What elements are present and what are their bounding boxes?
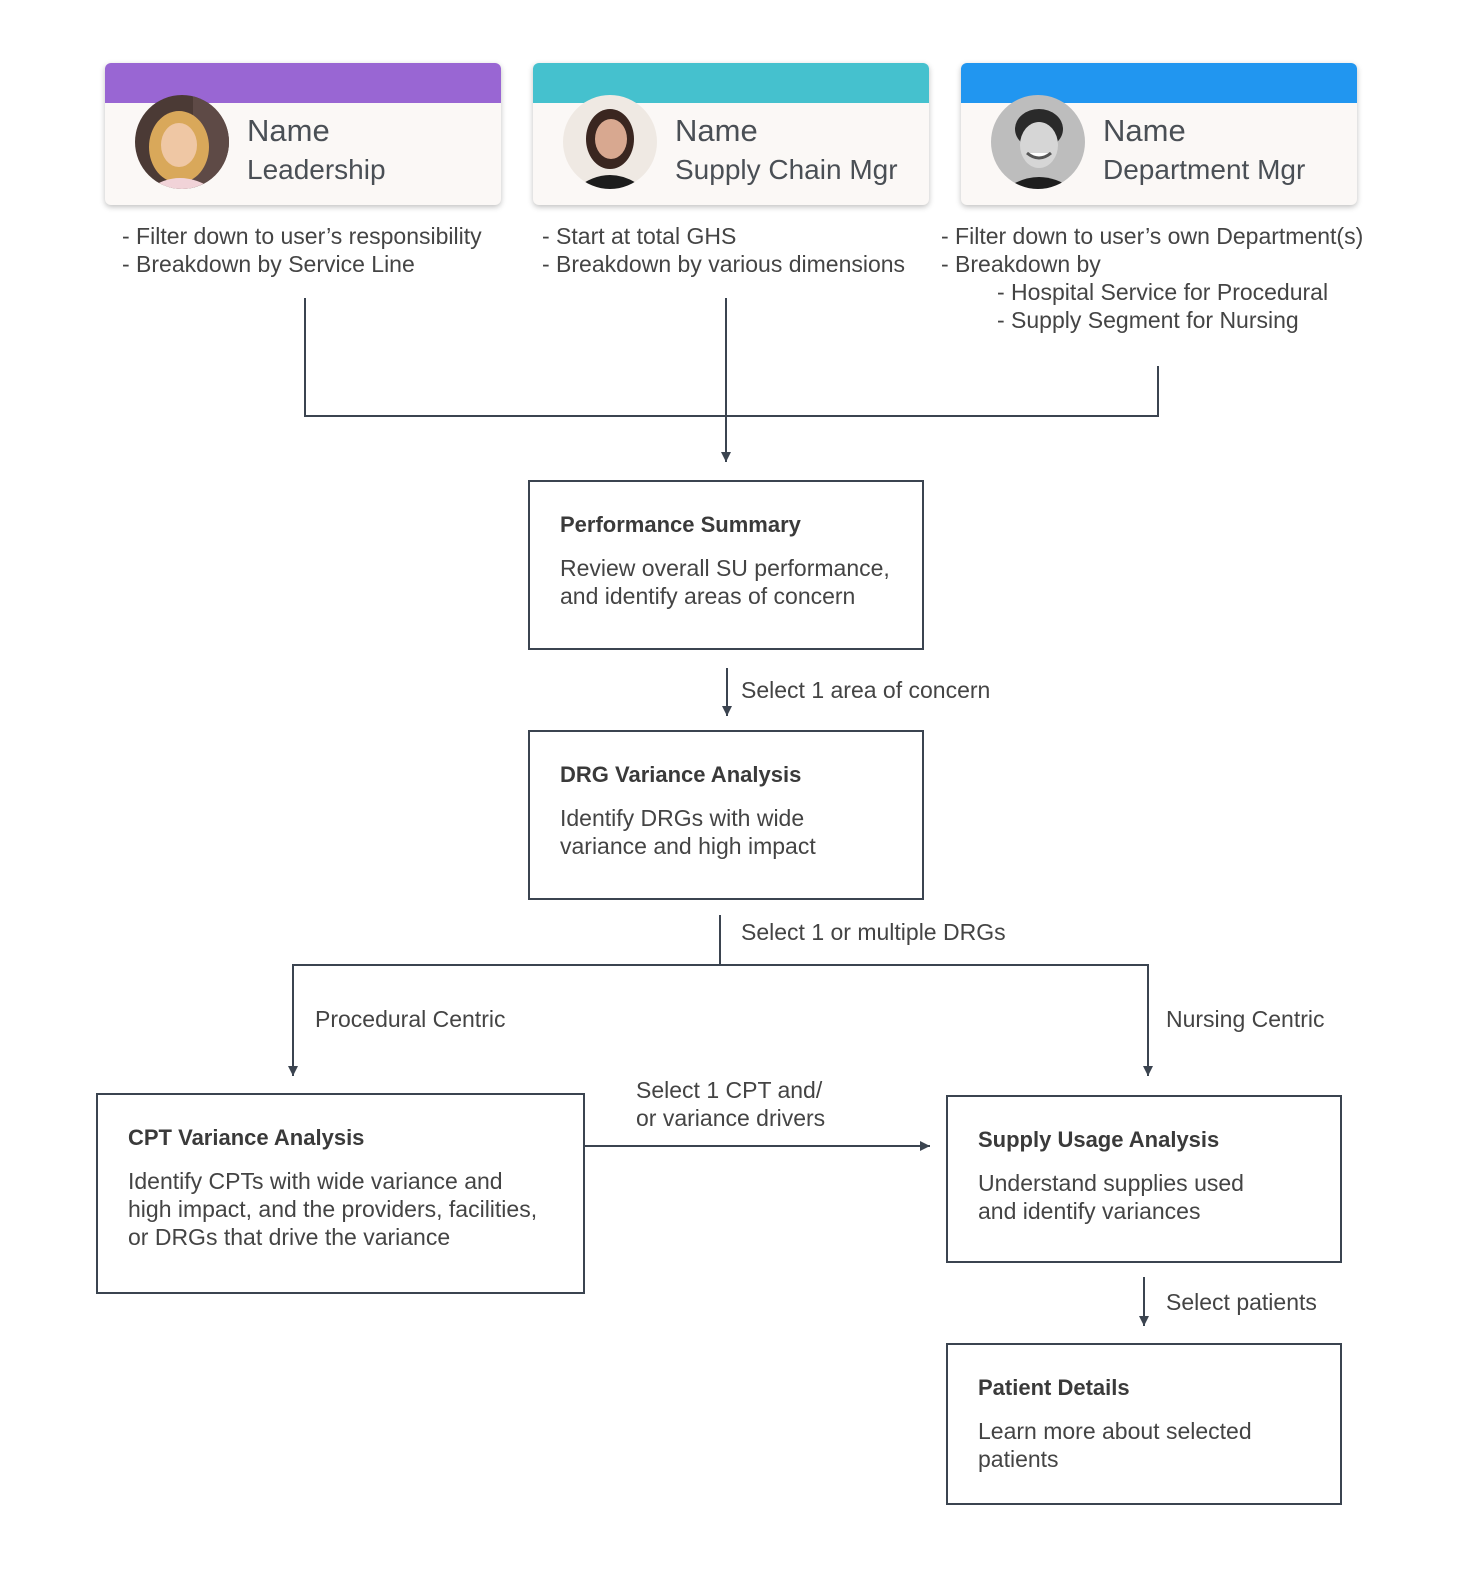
persona-color-bar	[105, 63, 501, 103]
persona-card-supply-chain-mgr: Name Supply Chain Mgr	[533, 63, 929, 205]
persona-name: Name	[1103, 113, 1186, 148]
step-cpt-variance-analysis: CPT Variance Analysis Identify CPTs with…	[96, 1093, 585, 1294]
connector-drg-split	[288, 915, 721, 1076]
note-line: - Breakdown by various dimensions	[542, 251, 906, 277]
connector-department-mgr	[726, 366, 1159, 417]
persona-card-department-mgr: Name Department Mgr	[961, 63, 1357, 205]
edge-label-select-patients: Select patients	[1166, 1289, 1317, 1315]
edge-label-select-area: Select 1 area of concern	[741, 677, 991, 703]
step-title: Supply Usage Analysis	[978, 1127, 1220, 1152]
note-line: - Filter down to user’s own Department(s…	[941, 223, 1364, 249]
note-line: - Breakdown by Service Line	[122, 251, 415, 277]
persona-color-bar	[533, 63, 929, 103]
edge-label-select-drgs: Select 1 or multiple DRGs	[741, 919, 1006, 945]
persona-role: Department Mgr	[1103, 154, 1306, 185]
step-description: Identify CPTs with wide variance and hig…	[128, 1168, 538, 1250]
persona-notes-supply-chain-mgr: - Start at total GHS - Breakdown by vari…	[542, 222, 905, 278]
step-description: Learn more about selected patients	[978, 1418, 1252, 1472]
connector-drg-split-right	[720, 964, 1153, 1076]
step-title: Performance Summary	[560, 512, 801, 537]
note-line: - Breakdown by	[941, 251, 1101, 277]
edge-label-procedural-centric: Procedural Centric	[315, 1006, 506, 1032]
persona-role: Leadership	[247, 154, 386, 185]
avatar	[991, 95, 1085, 189]
step-supply-usage-analysis: Supply Usage Analysis Understand supplie…	[946, 1095, 1342, 1263]
persona-role: Supply Chain Mgr	[675, 154, 898, 185]
persona-name: Name	[247, 113, 330, 148]
avatar	[563, 95, 657, 189]
step-performance-summary: Performance Summary Review overall SU pe…	[528, 480, 924, 650]
persona-color-bar	[961, 63, 1357, 103]
note-line: - Supply Segment for Nursing	[997, 307, 1299, 333]
step-title: Patient Details	[978, 1375, 1130, 1400]
edge-label-nursing-centric: Nursing Centric	[1166, 1006, 1325, 1032]
step-description: Understand supplies used and identify va…	[978, 1170, 1244, 1224]
step-drg-variance-analysis: DRG Variance Analysis Identify DRGs with…	[528, 730, 924, 900]
step-description: Review overall SU performance, and ident…	[560, 555, 890, 609]
step-title: CPT Variance Analysis	[128, 1125, 365, 1150]
persona-card-leadership: Name Leadership	[105, 63, 501, 205]
persona-name: Name	[675, 113, 758, 148]
note-line: - Hospital Service for Procedural	[997, 279, 1329, 305]
persona-notes-department-mgr: - Filter down to user’s own Department(s…	[941, 222, 1363, 334]
step-patient-details: Patient Details Learn more about selecte…	[946, 1343, 1342, 1505]
step-description: Identify DRGs with wide variance and hig…	[560, 805, 816, 859]
note-line: - Filter down to user’s responsibility	[122, 223, 482, 249]
connector-leadership	[304, 298, 726, 417]
note-line: - Start at total GHS	[542, 223, 737, 249]
persona-notes-leadership: - Filter down to user’s responsibility -…	[122, 222, 482, 278]
step-title: DRG Variance Analysis	[560, 762, 802, 787]
avatar	[135, 95, 229, 189]
edge-label-select-cpt: Select 1 CPT and/ or variance drivers	[636, 1077, 826, 1131]
